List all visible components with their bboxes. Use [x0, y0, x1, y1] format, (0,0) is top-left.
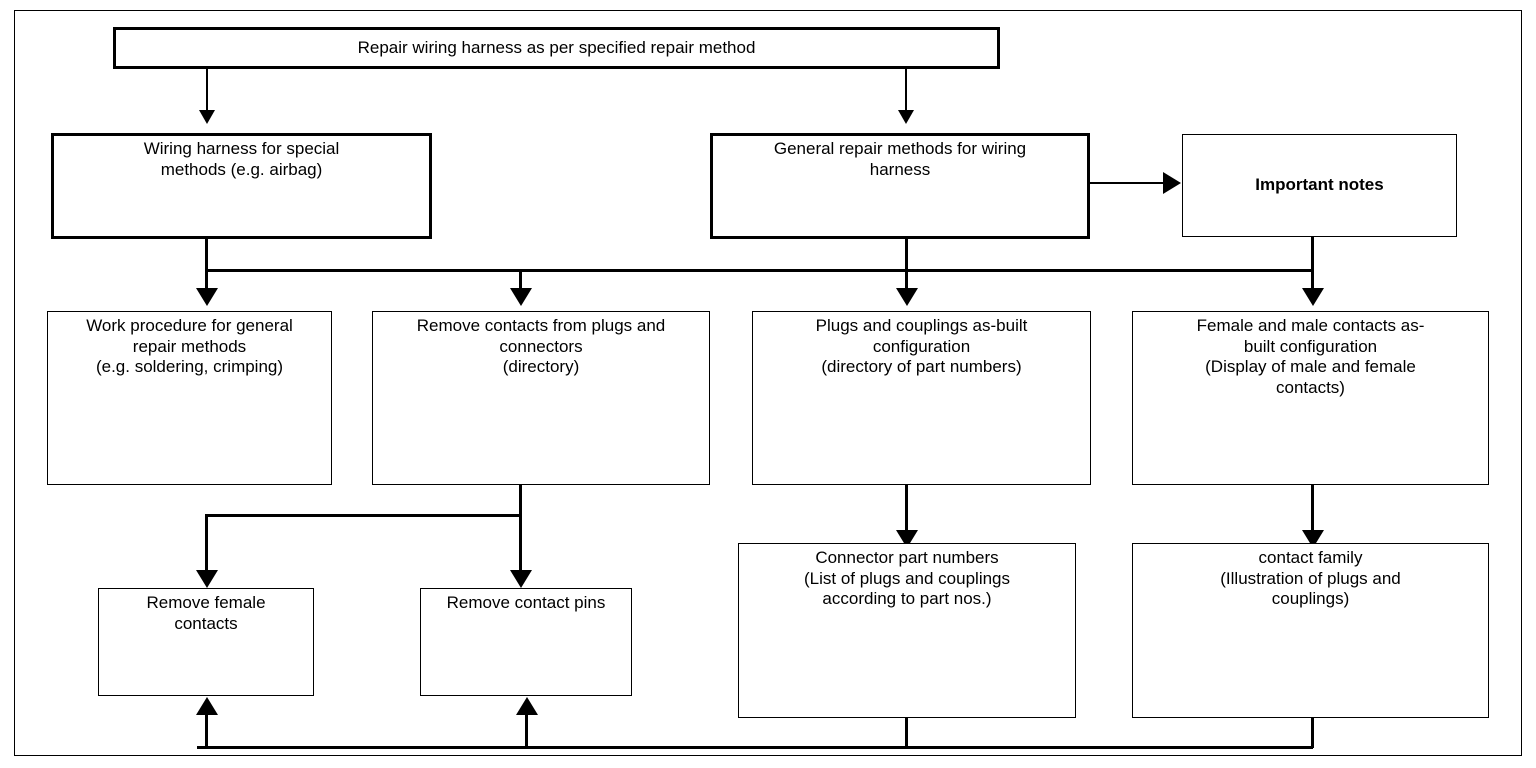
connector-title-to-general	[905, 69, 907, 112]
node-general-repair-methods[interactable]: General repair methods for wiring harnes…	[710, 133, 1090, 239]
node-label-line: contacts)	[1276, 378, 1345, 398]
node-label-line: according to part nos.)	[822, 589, 992, 609]
node-label-line: Female and male contacts as-	[1196, 316, 1425, 335]
arrowhead-general-to-notes	[1163, 172, 1181, 194]
node-label-line: (directory)	[502, 357, 580, 377]
bus-bottom-feedback	[197, 746, 1313, 749]
node-female-male-contacts-asbuilt[interactable]: Female and male contacts as- built confi…	[1132, 311, 1489, 485]
diagram-border	[14, 10, 1522, 756]
connector-bus-to-plugs-couplings	[905, 269, 908, 295]
arrowhead-to-remove-contact-pins	[510, 570, 532, 588]
connector-title-to-special	[206, 69, 208, 112]
node-label-line: couplings)	[1271, 589, 1350, 609]
node-label-line: contacts	[174, 613, 238, 633]
connector-branch-down-to-female	[205, 514, 208, 577]
node-label-line: (Illustration of plugs and	[1220, 568, 1401, 588]
node-remove-female-contacts[interactable]: Remove female contacts	[98, 588, 314, 696]
connector-notes-down-stub	[1311, 237, 1314, 272]
node-wiring-harness-special[interactable]: Wiring harness for special methods (e.g.…	[51, 133, 432, 239]
connector-part-numbers-down-stub	[905, 718, 908, 748]
arrowhead-up-to-remove-female-contacts	[196, 697, 218, 715]
connector-bus-to-female-male	[1311, 269, 1314, 295]
node-label-line: contact family	[1258, 548, 1363, 567]
node-important-notes[interactable]: Important notes	[1182, 134, 1457, 237]
node-label-line: Remove female	[146, 593, 266, 612]
node-label-line: built configuration	[1243, 336, 1378, 356]
node-contact-family[interactable]: contact family (Illustration of plugs an…	[1132, 543, 1489, 718]
node-label-line: Remove contacts from plugs and	[416, 316, 666, 335]
connector-bus-up-to-remove-pins	[525, 714, 528, 748]
node-label-line: connectors	[499, 336, 583, 356]
connector-general-to-notes	[1090, 182, 1164, 184]
connector-contact-family-down-stub	[1311, 718, 1314, 748]
connector-remove-contacts-down	[519, 485, 522, 577]
connector-bus-to-work-procedure	[205, 269, 208, 295]
node-work-procedure-general[interactable]: Work procedure for general repair method…	[47, 311, 332, 485]
arrowhead-bus-to-work-procedure	[196, 288, 218, 306]
connector-general-down-stub	[905, 239, 908, 272]
node-label-line: repair methods	[132, 336, 247, 356]
connector-bus-to-remove-contacts	[519, 269, 522, 295]
node-label-line: Connector part numbers	[815, 548, 999, 567]
node-plugs-couplings-asbuilt[interactable]: Plugs and couplings as-built configurati…	[752, 311, 1091, 485]
node-label-line: Wiring harness for special	[143, 139, 340, 158]
arrowhead-up-to-remove-contact-pins	[516, 697, 538, 715]
node-label-line: configuration	[872, 336, 971, 356]
node-remove-contacts-plugs[interactable]: Remove contacts from plugs and connector…	[372, 311, 710, 485]
connector-special-down-stub	[205, 239, 208, 275]
arrowhead-bus-to-remove-contacts	[510, 288, 532, 306]
node-label-line: Remove contact pins	[446, 593, 606, 612]
connector-remove-contacts-branch-left	[205, 514, 522, 517]
node-remove-contact-pins[interactable]: Remove contact pins	[420, 588, 632, 696]
node-label-line: (List of plugs and couplings	[803, 568, 1011, 588]
node-label-line: Plugs and couplings as-built	[815, 316, 1028, 335]
node-connector-part-numbers[interactable]: Connector part numbers (List of plugs an…	[738, 543, 1076, 718]
node-label: Repair wiring harness as per specified r…	[357, 37, 756, 57]
connector-femalemale-to-contact-family	[1311, 485, 1314, 537]
bus-row2-to-row3	[205, 269, 1314, 272]
node-label-line: methods (e.g. airbag)	[160, 159, 323, 179]
node-label-line: General repair methods for wiring	[773, 139, 1027, 158]
node-label: Important notes	[1255, 175, 1384, 195]
node-label-line: harness	[869, 159, 931, 179]
arrowhead-bus-to-female-male	[1302, 288, 1324, 306]
arrowhead-title-to-general	[898, 110, 914, 124]
node-label-line: (directory of part numbers)	[821, 357, 1022, 377]
node-label-line: (Display of male and female	[1205, 357, 1416, 377]
node-repair-wiring-harness[interactable]: Repair wiring harness as per specified r…	[113, 27, 1000, 69]
connector-bus-up-to-remove-female	[205, 714, 208, 748]
connector-plugs-to-part-numbers	[905, 485, 908, 537]
arrowhead-bus-to-plugs-couplings	[896, 288, 918, 306]
arrowhead-title-to-special	[199, 110, 215, 124]
arrowhead-to-remove-female-contacts	[196, 570, 218, 588]
node-label-line: Work procedure for general	[86, 316, 293, 335]
node-label-line: (e.g. soldering, crimping)	[95, 357, 284, 377]
